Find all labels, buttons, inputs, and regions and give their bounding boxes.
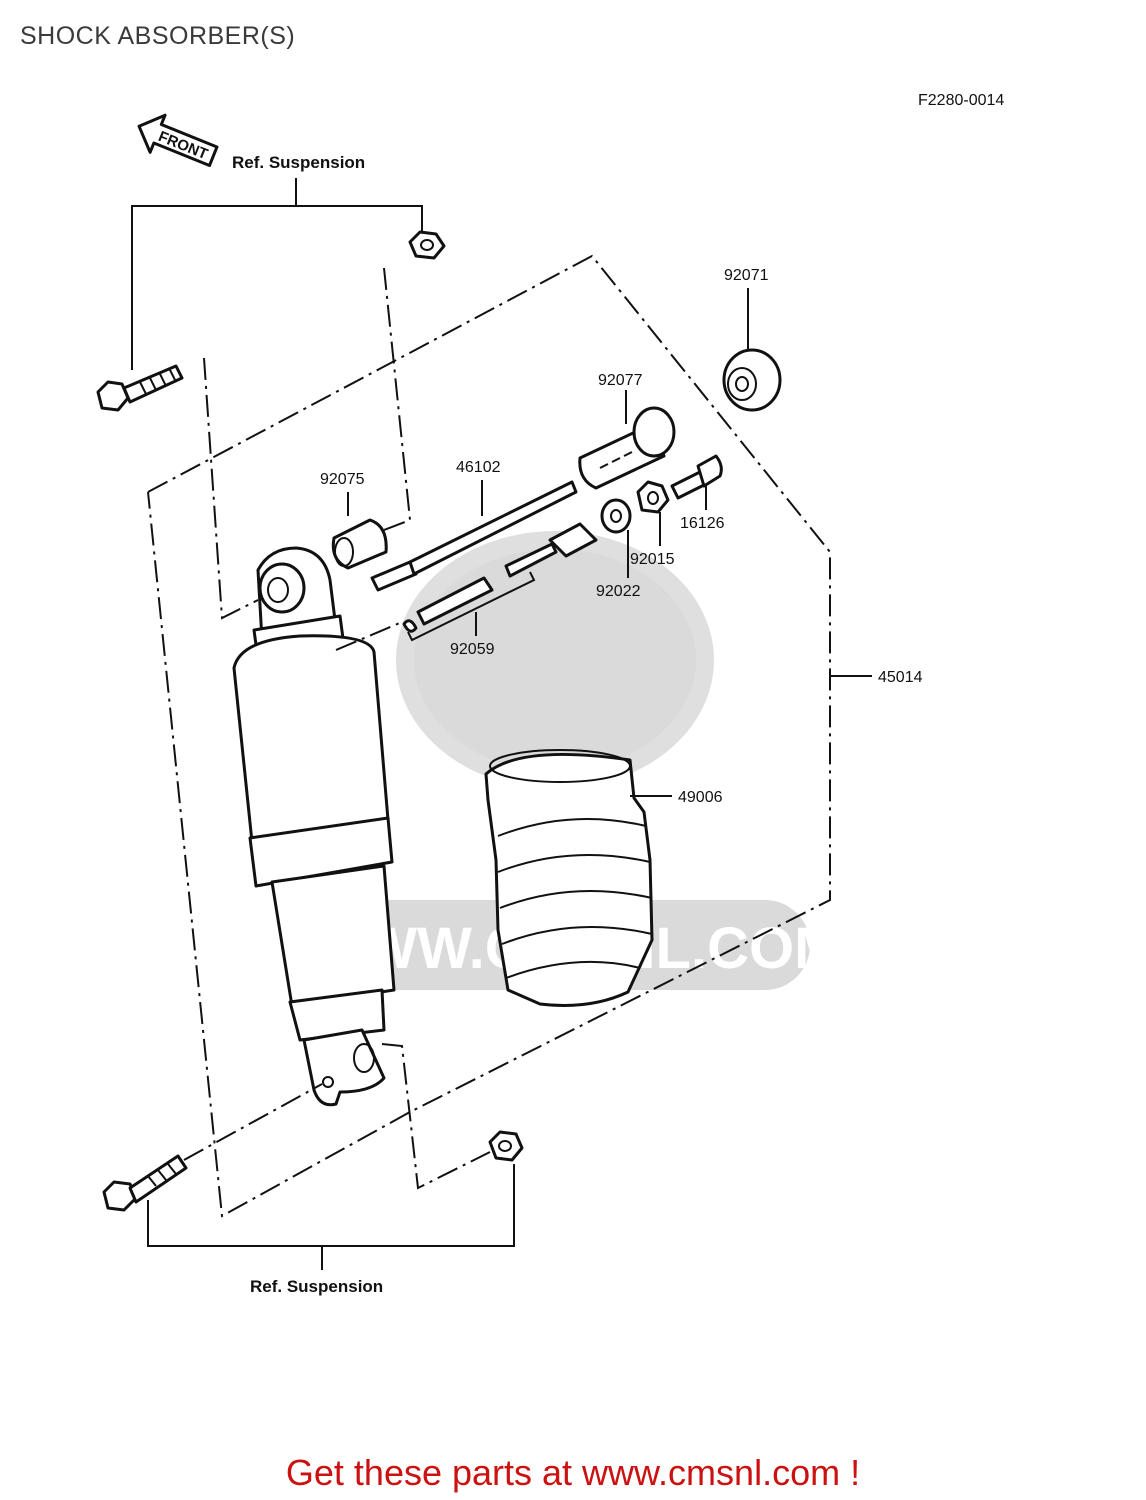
callout-92071: 92071: [724, 267, 769, 284]
callout-92022: 92022: [596, 583, 641, 600]
bottom-bolt: [102, 1154, 188, 1212]
top-bolt-leader: [203, 357, 259, 620]
collar-92077: [578, 406, 676, 490]
top-nut-leader: [383, 267, 412, 531]
callout-92077: 92077: [598, 372, 643, 389]
top-bolt: [96, 364, 184, 412]
bottom-nut: [488, 1130, 524, 1162]
ref-top-bracket: [131, 178, 297, 370]
shock-absorber-body: [232, 546, 396, 1107]
front-arrow-icon: FRONT: [137, 113, 219, 168]
washer-92022: [600, 498, 632, 534]
bush-92071: [722, 348, 782, 412]
assembly-outline: [147, 254, 831, 1218]
callout-92059: 92059: [450, 641, 495, 658]
figure-id: F2280-0014: [918, 92, 1004, 109]
ref-suspension-bottom-label: Ref. Suspension: [250, 1277, 383, 1296]
ref-suspension-top-label: Ref. Suspension: [232, 153, 365, 172]
rod-46102: [370, 480, 578, 592]
adjuster-92059: [402, 522, 598, 633]
callout-16126: 16126: [680, 515, 725, 532]
rubber-bush-92075: [331, 518, 388, 570]
callout-46102: 46102: [456, 459, 501, 476]
footer-promo: Get these parts at www.cmsnl.com !: [285, 1452, 861, 1493]
dust-boot-49006: [484, 749, 654, 1007]
callout-92075: 92075: [320, 471, 365, 488]
callout-49006: 49006: [678, 789, 723, 806]
nut-92015: [636, 480, 670, 514]
page-title: SHOCK ABSORBER(S): [20, 22, 296, 50]
callout-45014: 45014: [878, 669, 923, 686]
ref-bottom-bracket: [147, 1164, 515, 1247]
valve-16126: [670, 454, 723, 500]
bottom-nut-leader: [381, 1043, 491, 1190]
callout-92015: 92015: [630, 551, 675, 568]
top-nut: [408, 230, 446, 260]
